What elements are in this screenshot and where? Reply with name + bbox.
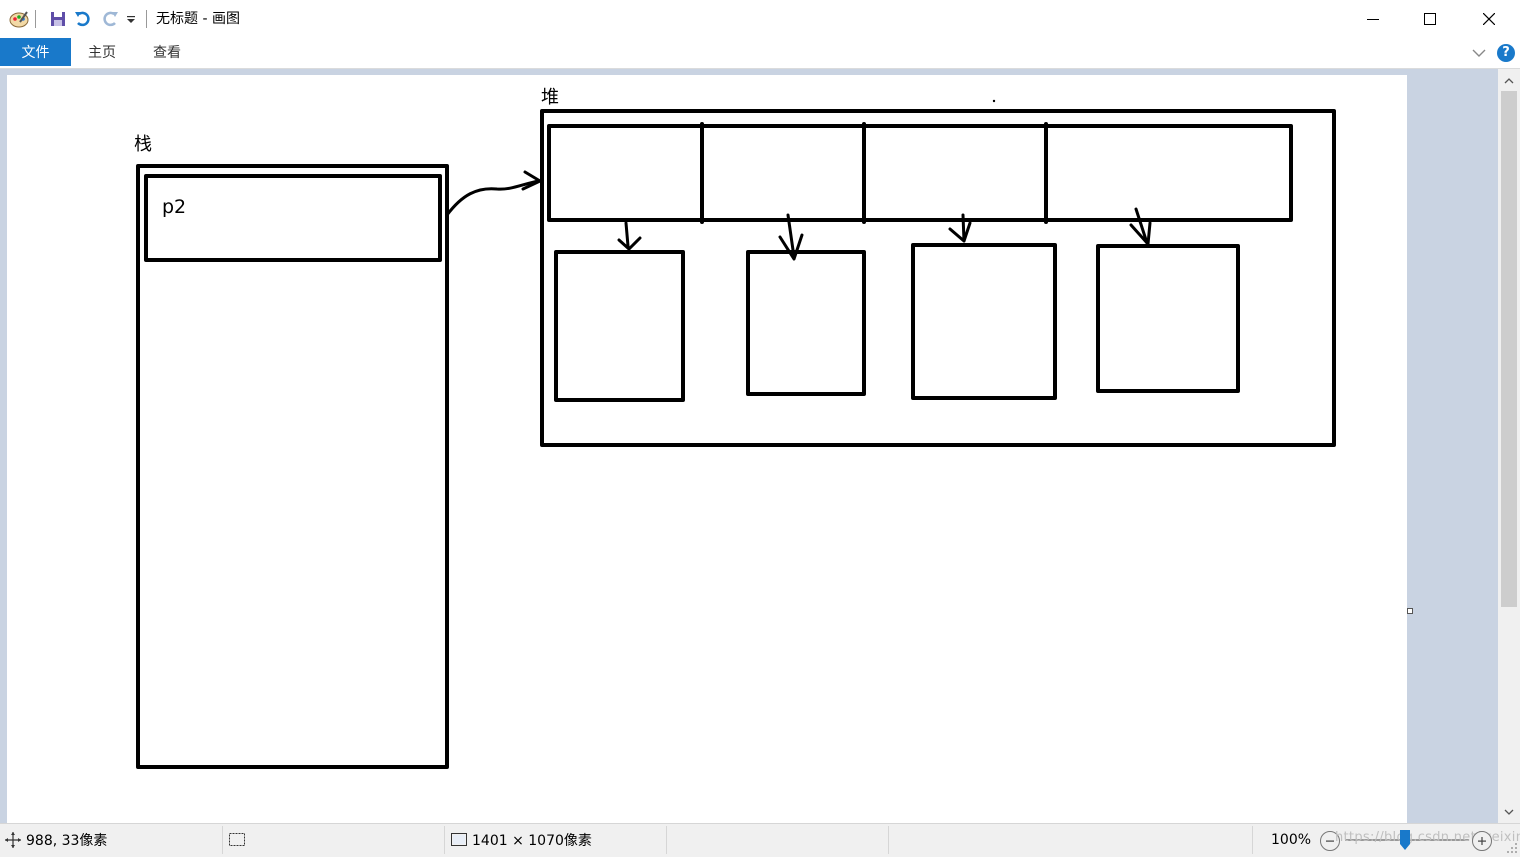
- status-divider: [666, 826, 667, 854]
- vertical-scrollbar[interactable]: [1498, 69, 1520, 823]
- variable-label: p2: [162, 196, 187, 218]
- scroll-up-icon[interactable]: [1498, 71, 1520, 91]
- customize-dropdown-icon[interactable]: [125, 8, 137, 30]
- object-box: [911, 243, 1057, 400]
- canvas-workspace[interactable]: 栈 堆 p2: [0, 69, 1498, 823]
- status-divider: [222, 826, 223, 854]
- title-bar: 无标题 - 画图: [0, 0, 1520, 38]
- selection-size: [228, 830, 250, 850]
- image-size-icon: [451, 833, 467, 846]
- variable-cell: [144, 174, 442, 262]
- zoom-level: 100%: [1271, 832, 1312, 848]
- close-button[interactable]: [1460, 0, 1518, 38]
- maximize-icon: [1424, 13, 1436, 25]
- window-title: 无标题 - 画图: [156, 11, 240, 27]
- heap-frame: [540, 109, 1336, 447]
- canvas-resize-handle[interactable]: [1407, 608, 1413, 614]
- ribbon-tabs: 文件 主页 查看 ?: [0, 38, 1520, 69]
- toolbar-separator: [146, 10, 147, 28]
- object-box: [554, 250, 685, 402]
- down-arrow: [617, 221, 642, 251]
- chevron-down-icon[interactable]: [1472, 46, 1486, 62]
- image-size-text: 1401 × 1070像素: [472, 833, 592, 849]
- image-size: 1401 × 1070像素: [450, 830, 592, 850]
- help-button[interactable]: ?: [1497, 44, 1515, 62]
- minus-icon: [1326, 840, 1334, 842]
- paint-app-icon[interactable]: [8, 8, 30, 30]
- stack-label: 栈: [134, 134, 152, 155]
- status-bar: 988, 33像素 1401 × 1070像素 100% https://blo…: [0, 823, 1520, 857]
- heap-label: 堆: [541, 87, 559, 108]
- array-row: [547, 124, 1293, 222]
- tab-home[interactable]: 主页: [88, 45, 116, 61]
- cursor-position-text: 988, 33像素: [26, 833, 108, 849]
- zoom-slider-thumb[interactable]: [1400, 830, 1410, 850]
- down-arrow: [1129, 207, 1152, 248]
- minimize-button[interactable]: [1344, 0, 1402, 38]
- maximize-button[interactable]: [1401, 0, 1459, 38]
- zoom-in-button[interactable]: [1472, 831, 1492, 851]
- plus-icon: [1478, 837, 1486, 845]
- status-divider: [444, 826, 445, 854]
- zoom-out-button[interactable]: [1320, 831, 1340, 851]
- toolbar-separator: [35, 10, 36, 28]
- minimize-icon: [1367, 19, 1379, 20]
- stray-dot: [992, 99, 996, 103]
- reference-arrowhead: [521, 170, 542, 191]
- scrollbar-thumb[interactable]: [1501, 91, 1517, 607]
- drawing-canvas[interactable]: 栈 堆 p2: [7, 75, 1407, 823]
- object-box: [1096, 244, 1240, 393]
- resize-grip-icon[interactable]: [1506, 842, 1518, 858]
- save-icon[interactable]: [48, 8, 68, 30]
- redo-icon[interactable]: [99, 8, 121, 30]
- selection-icon: [229, 833, 245, 846]
- object-box: [746, 250, 866, 396]
- status-divider: [888, 826, 889, 854]
- close-icon: [1483, 13, 1495, 25]
- tab-file[interactable]: 文件: [0, 38, 71, 66]
- status-divider: [1252, 826, 1253, 854]
- undo-icon[interactable]: [72, 8, 94, 30]
- scroll-down-icon[interactable]: [1498, 802, 1520, 822]
- stack-frame: [136, 164, 449, 769]
- tab-view[interactable]: 查看: [153, 45, 181, 61]
- watermark-text: https://blog.csdn.net/weixin_...: [1335, 830, 1520, 845]
- cursor-position: 988, 33像素: [4, 830, 107, 850]
- move-cursor-icon: [5, 832, 21, 848]
- down-arrow: [948, 213, 972, 243]
- drawing: [136, 99, 1336, 769]
- reference-arrow: [445, 179, 541, 217]
- down-arrow: [778, 213, 804, 261]
